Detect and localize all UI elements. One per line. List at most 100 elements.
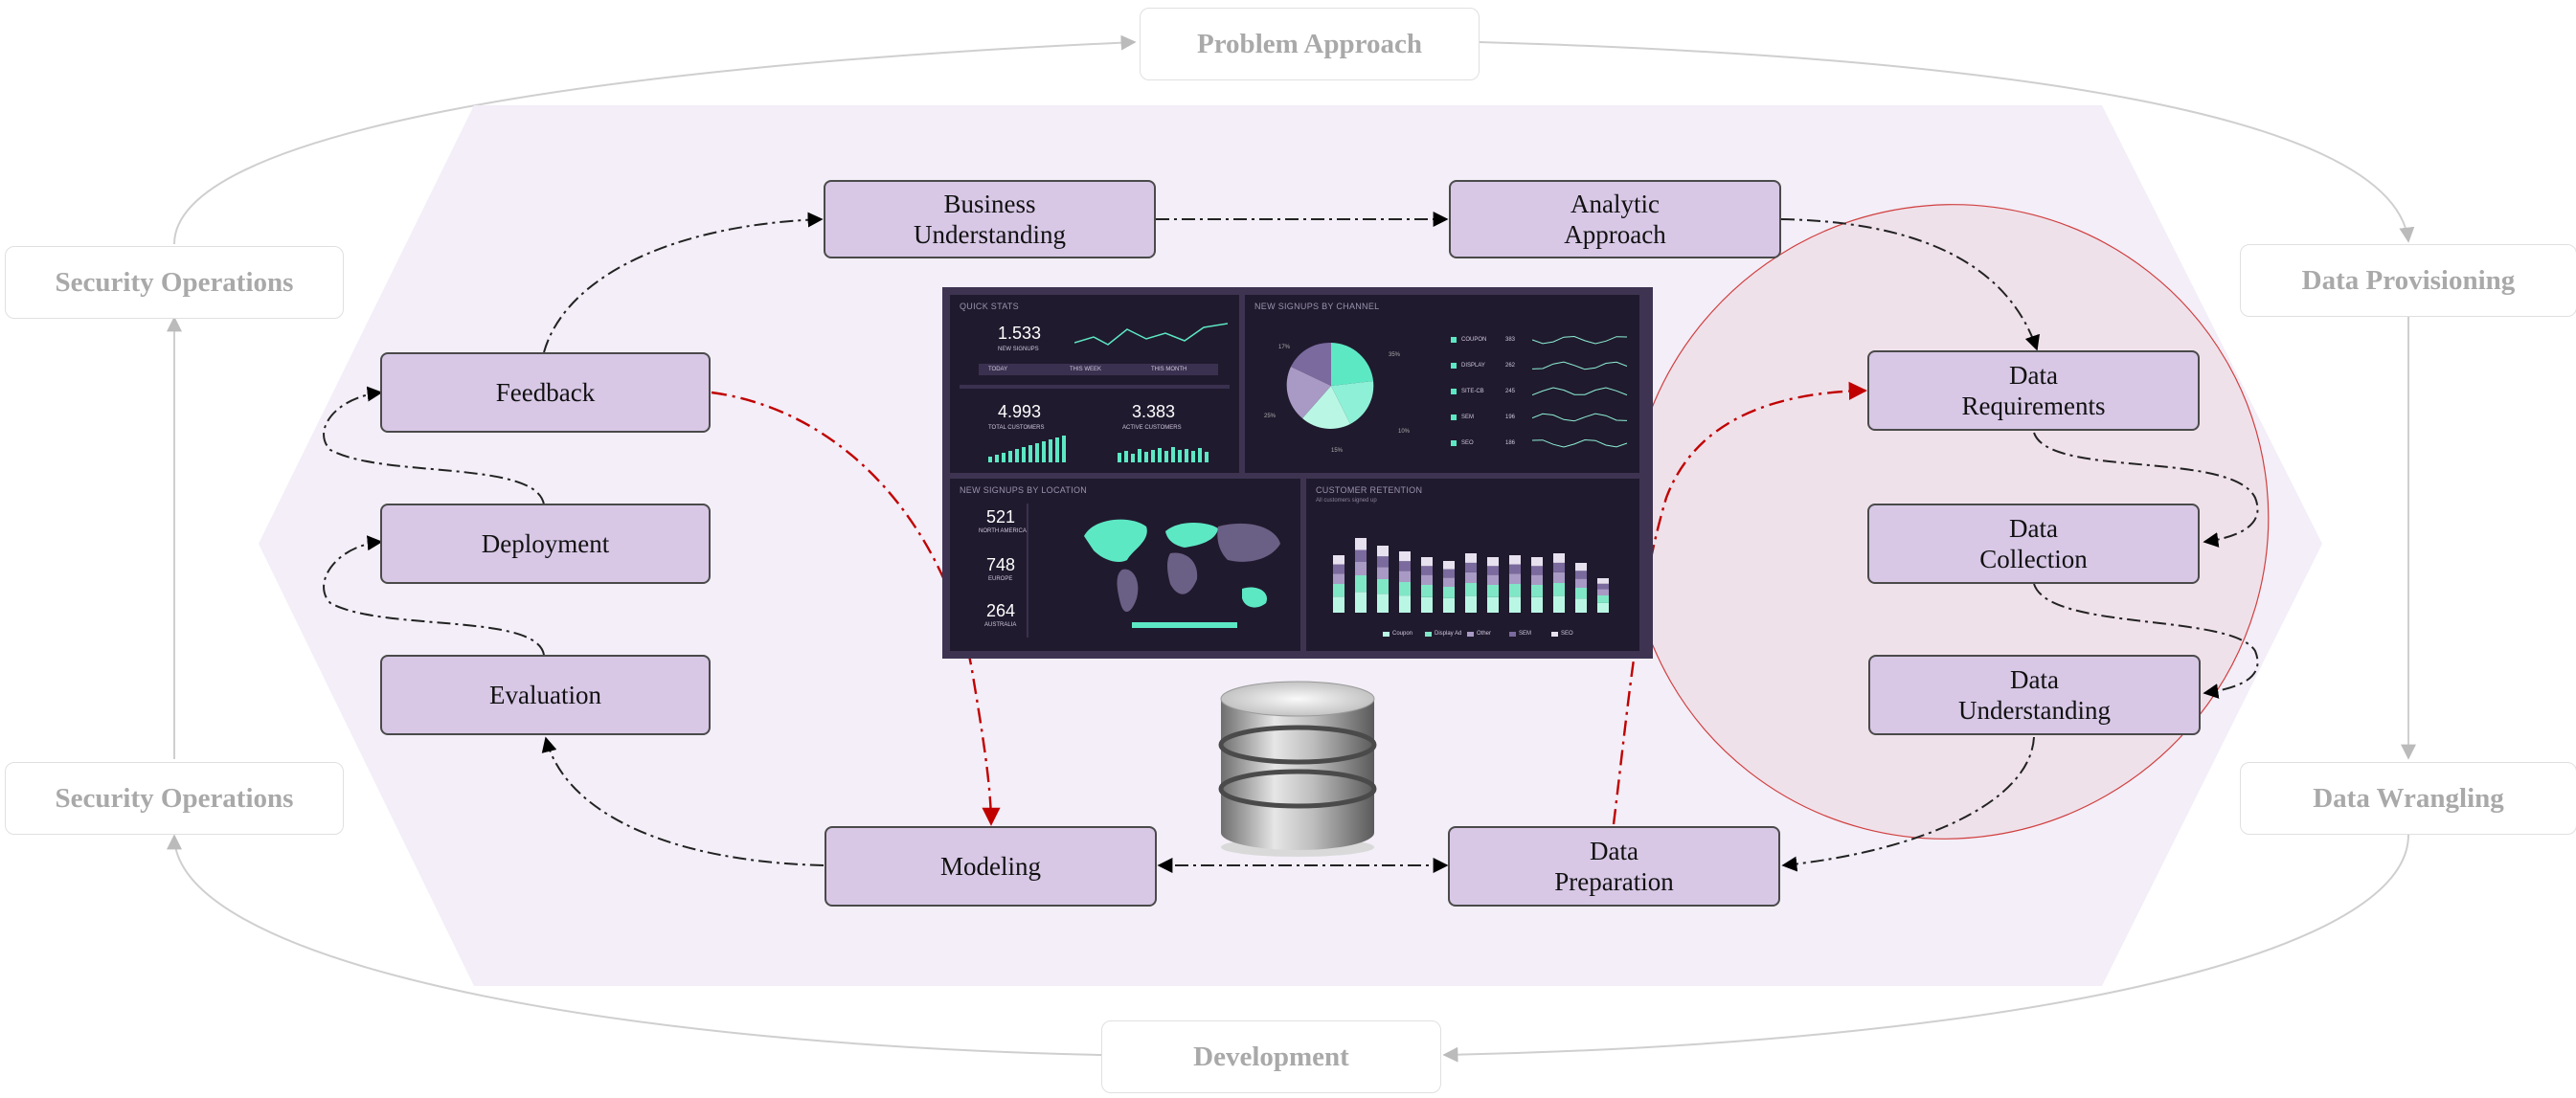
stage-data-preparation[interactable]: Data Preparation — [1448, 826, 1780, 907]
outer-loop-top-left — [173, 34, 1137, 245]
retention-bar-segment — [1399, 595, 1411, 613]
security-operations-bottom-label: Security Operations — [5, 762, 344, 835]
mini-bar — [1131, 454, 1135, 462]
retention-bar-segment — [1487, 566, 1499, 575]
retention-bar-segment — [1553, 562, 1565, 572]
outer-loop-bottom-left — [167, 834, 1102, 1056]
retention-bar-segment — [1597, 595, 1609, 603]
arrow-understanding-to-preparation — [1781, 736, 2035, 872]
channel-sparkline — [1532, 413, 1628, 422]
retention-bar-segment — [1575, 588, 1587, 599]
retention-legend-label: Coupon — [1392, 631, 1413, 637]
retention-bar-segment — [1531, 566, 1543, 575]
channel-value: 245 — [1505, 389, 1516, 394]
channel-value: 262 — [1505, 363, 1516, 369]
channel-swatch — [1451, 337, 1457, 343]
retention-bar-segment — [1333, 596, 1344, 613]
channel-swatch — [1451, 363, 1457, 369]
pie-label-3: 25% — [1264, 414, 1277, 419]
channel-sparkline — [1532, 335, 1628, 345]
mini-bar — [1028, 445, 1032, 462]
retention-bar-segment — [1421, 585, 1433, 597]
retention-bar-segment — [1531, 574, 1543, 585]
channel-value: 186 — [1505, 440, 1516, 446]
stage-analytic-approach[interactable]: Analytic Approach — [1449, 180, 1781, 258]
filter-this-month[interactable]: THIS MONTH — [1151, 367, 1187, 372]
quick-stats-title: QUICK STATS — [960, 302, 1019, 311]
location-europe-label: EUROPE — [988, 576, 1013, 582]
retention-legend-swatch — [1509, 632, 1516, 637]
retention-bar-segment — [1487, 557, 1499, 567]
retention-bar-segment — [1377, 556, 1389, 568]
retention-bar-chart — [1333, 538, 1609, 613]
retention-bar-segment — [1443, 561, 1455, 570]
stage-data-requirements[interactable]: Data Requirements — [1867, 350, 2200, 431]
retention-bar-segment — [1553, 583, 1565, 596]
map-scale-bar — [1132, 622, 1237, 628]
channel-label: COUPON — [1461, 337, 1487, 343]
mini-bar — [1062, 436, 1066, 462]
retention-bar-segment — [1531, 557, 1543, 567]
retention-legend-label: SEO — [1561, 631, 1573, 637]
stage-data-collection[interactable]: Data Collection — [1867, 504, 2200, 584]
retention-bar-segment — [1333, 555, 1344, 565]
stage-business-understanding[interactable]: Business Understanding — [824, 180, 1156, 258]
pie-label-1: 17% — [1278, 345, 1291, 350]
mini-bar — [1205, 452, 1209, 462]
development-label: Development — [1101, 1020, 1441, 1093]
arrow-modeling-to-evaluation — [541, 736, 825, 866]
channel-value: 196 — [1505, 415, 1516, 420]
arrow-requirements-to-collection — [2033, 432, 2259, 548]
retention-bar-segment — [1421, 566, 1433, 575]
retention-legend-swatch — [1425, 632, 1432, 637]
stage-evaluation[interactable]: Evaluation — [380, 655, 711, 735]
mini-bar — [1049, 439, 1052, 462]
retention-bar-segment — [1333, 573, 1344, 584]
retention-bar-segment — [1399, 551, 1411, 562]
problem-approach-label: Problem Approach — [1140, 8, 1480, 80]
mini-bar — [1138, 449, 1141, 462]
retention-bar-segment — [1355, 549, 1367, 562]
retention-bar-segment — [1553, 595, 1565, 613]
channel-swatch — [1451, 415, 1457, 420]
mini-bar — [1042, 441, 1046, 462]
retention-bar-segment — [1553, 553, 1565, 563]
world-map — [1084, 519, 1280, 613]
mini-bar — [1015, 449, 1019, 462]
retention-bar-segment — [1575, 598, 1587, 613]
retention-bar-segment — [1465, 571, 1477, 583]
retention-bar-segment — [1509, 564, 1521, 574]
channel-label: SITE-CB — [1461, 389, 1484, 394]
stage-feedback[interactable]: Feedback — [380, 352, 711, 433]
mini-bar — [1191, 451, 1195, 462]
retention-bar-segment — [1377, 594, 1389, 613]
location-australia-value: 264 — [986, 601, 1016, 620]
retention-bar-segment — [1355, 538, 1367, 550]
retention-bar-segment — [1421, 557, 1433, 567]
retention-legend-swatch — [1551, 632, 1558, 637]
stage-data-understanding[interactable]: Data Understanding — [1868, 655, 2201, 735]
filter-today[interactable]: TODAY — [988, 367, 1008, 372]
filter-this-week[interactable]: THIS WEEK — [1070, 367, 1102, 372]
mini-bar — [1124, 451, 1128, 462]
signups-by-location-panel: NEW SIGNUPS BY LOCATION 521 NORTH AMERIC… — [950, 479, 1300, 651]
arrow-evaluation-to-deployment — [323, 535, 545, 656]
retention-bar-segment — [1333, 584, 1344, 597]
arrow-analytic-to-requirements — [1780, 218, 2040, 351]
stage-modeling[interactable]: Modeling — [825, 826, 1157, 907]
total-customers-value: 4.993 — [998, 402, 1042, 421]
retention-bar-segment — [1597, 589, 1609, 595]
channel-label: SEO — [1461, 440, 1474, 446]
mini-bar — [1171, 447, 1175, 462]
channel-sparkline — [1532, 361, 1628, 370]
mini-bar — [1008, 451, 1012, 462]
mini-bar — [1022, 447, 1026, 462]
active-customers-value: 3.383 — [1132, 402, 1176, 421]
stage-deployment[interactable]: Deployment — [380, 504, 711, 584]
retention-bar-segment — [1465, 595, 1477, 613]
total-customers-label: TOTAL CUSTOMERS — [988, 425, 1045, 431]
channel-value: 383 — [1505, 337, 1516, 343]
signups-by-channel-panel: NEW SIGNUPS BY CHANNEL 17% 35% 25% 15% 1… — [1245, 295, 1639, 473]
retention-bar-segment — [1509, 573, 1521, 584]
filter-bar: TODAY THIS WEEK THIS MONTH — [979, 364, 1218, 375]
